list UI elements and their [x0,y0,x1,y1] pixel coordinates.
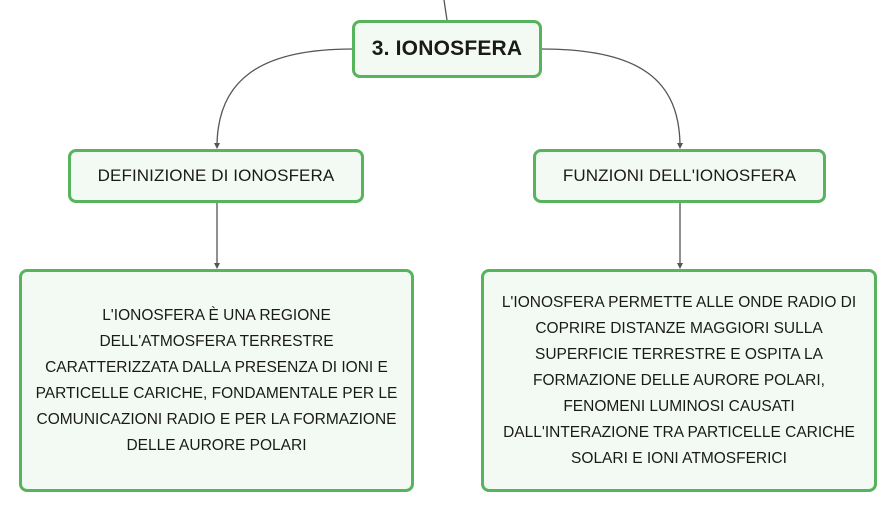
connector-root-to-definition [214,48,353,149]
definition-topic-title: DEFINIZIONE DI IONOSFERA [97,166,335,185]
root-topic-node[interactable]: 3. IONOSFERA [352,20,542,78]
incoming-connector [443,0,448,21]
connector-root-to-functions [541,48,683,149]
root-topic-title: 3. IONOSFERA [371,37,523,60]
definition-description-node[interactable]: L'IONOSFERA È UNA REGIONE DELL'ATMOSFERA… [19,269,414,492]
functions-topic-node[interactable]: FUNZIONI DELL'IONOSFERA [533,149,826,203]
functions-description-text: L'IONOSFERA PERMETTE ALLE ONDE RADIO DI … [501,293,857,467]
definition-description-text: L'IONOSFERA È UNA REGIONE DELL'ATMOSFERA… [35,306,398,454]
functions-description-node[interactable]: L'IONOSFERA PERMETTE ALLE ONDE RADIO DI … [481,269,877,492]
definition-topic-node[interactable]: DEFINIZIONE DI IONOSFERA [68,149,364,203]
functions-topic-title: FUNZIONI DELL'IONOSFERA [562,166,797,185]
